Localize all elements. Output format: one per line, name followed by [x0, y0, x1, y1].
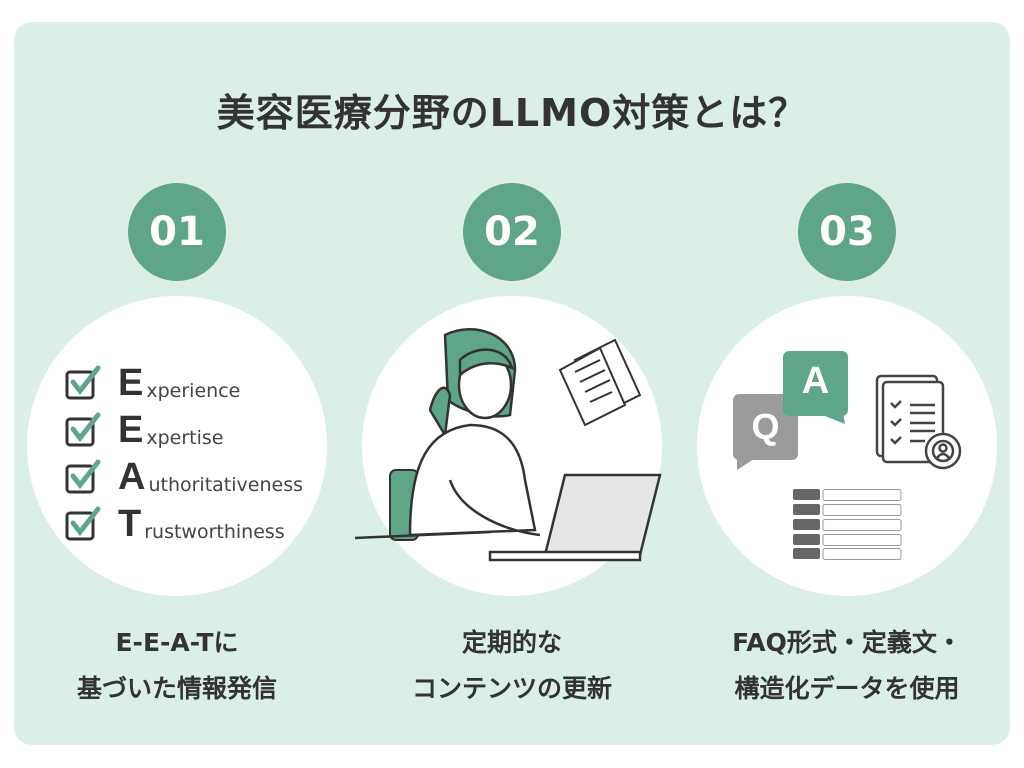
caption-line: FAQ形式・定義文・ — [732, 628, 962, 657]
caption-line: 定期的な — [461, 628, 562, 657]
eeat-letter: E — [118, 409, 144, 451]
answer-label: A — [801, 360, 830, 402]
eeat-word: xpertise — [146, 427, 224, 449]
question-bubble-tail — [737, 455, 760, 470]
eeat-word: uthoritativeness — [148, 474, 303, 496]
eeat-word: rustworthiness — [144, 521, 285, 543]
caption-line: コンテンツの更新 — [411, 674, 612, 703]
laptop-icon — [488, 473, 662, 562]
answer-bubble-tail — [815, 412, 845, 424]
eeat-letter: T — [118, 503, 142, 545]
checkbox-checked-icon — [65, 459, 101, 494]
caption-line: 基づいた情報発信 — [76, 674, 277, 703]
checkbox-checked-icon — [65, 412, 101, 447]
caption-line: 構造化データを使用 — [734, 674, 960, 703]
eeat-letter: E — [118, 362, 144, 404]
question-label: Q — [751, 406, 780, 447]
answer-bubble-icon — [783, 351, 848, 416]
page-title: 美容医療分野のLLMO対策とは？ — [216, 91, 808, 135]
desk-line — [354, 530, 491, 540]
documents-icon — [558, 338, 642, 427]
step-caption-01: E-E-A-Tに 基づいた情報発信 — [7, 620, 347, 712]
checklist-settings-icon — [875, 374, 962, 470]
step-number-03: 03 — [798, 183, 896, 281]
caption-line: E-E-A-Tに — [115, 628, 239, 657]
eeat-word: xperience — [146, 380, 241, 402]
checkbox-checked-icon — [65, 506, 101, 541]
structured-data-table-icon — [793, 489, 902, 560]
step-caption-02: 定期的な コンテンツの更新 — [342, 620, 682, 712]
eeat-letter: A — [118, 456, 146, 498]
person-laptop-illustration — [354, 327, 662, 562]
step-number-02: 02 — [463, 183, 561, 281]
step-number-01: 01 — [128, 183, 226, 281]
checkbox-checked-icon — [65, 365, 101, 400]
person-icon — [408, 327, 541, 537]
step-caption-03: FAQ形式・定義文・ 構造化データを使用 — [677, 620, 1017, 712]
